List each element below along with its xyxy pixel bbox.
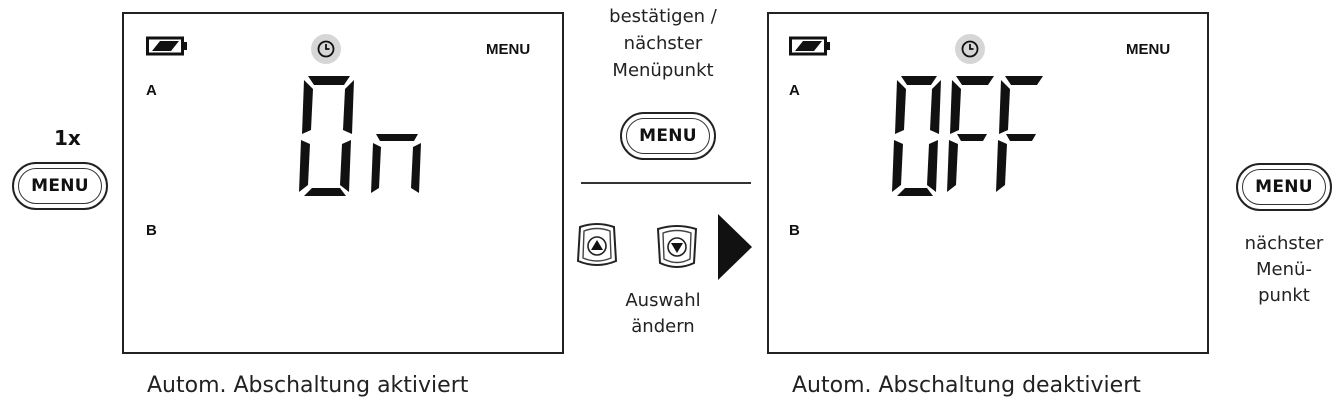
segment <box>343 80 354 134</box>
segment <box>340 140 351 192</box>
change-line1: Auswahl <box>625 290 701 311</box>
menu-button-right[interactable]: MENU <box>1236 163 1332 211</box>
channel-a-label: A <box>789 82 800 99</box>
confirm-line3: Menüpunkt <box>612 60 714 81</box>
menu-indicator: MENU <box>486 41 531 58</box>
segment <box>927 140 938 192</box>
segment <box>947 140 958 192</box>
segment <box>996 140 1007 192</box>
segment <box>308 76 350 85</box>
caption-on: Autom. Abschaltung aktiviert <box>147 373 469 398</box>
segment <box>299 140 310 192</box>
battery-icon <box>789 36 830 56</box>
segment <box>892 140 903 192</box>
menu-button-middle-label: MENU <box>639 126 697 146</box>
menu-indicator: MENU <box>1126 41 1171 58</box>
segment <box>999 80 1010 134</box>
segment <box>302 80 313 134</box>
segment <box>411 143 421 193</box>
clock-icon <box>961 40 979 58</box>
menu-button-middle[interactable]: MENU <box>620 112 716 160</box>
change-line2: ändern <box>631 316 695 337</box>
channel-b-label: B <box>789 222 800 239</box>
next-line2: Menü- <box>1256 259 1312 280</box>
play-arrow-icon <box>718 214 752 280</box>
segment-display-off <box>892 76 1043 196</box>
segment <box>950 80 961 134</box>
segment <box>897 188 933 196</box>
channel-a-label: A <box>146 82 157 99</box>
clock-icon <box>317 40 335 58</box>
segment-display-on <box>299 76 421 196</box>
next-menu-item-text: nächster Menü- punkt <box>1226 233 1342 307</box>
caption-off: Autom. Abschaltung deaktiviert <box>792 373 1141 398</box>
next-line1: nächster <box>1244 233 1324 254</box>
segment <box>930 80 941 134</box>
segment <box>304 188 346 196</box>
segment <box>376 134 418 141</box>
battery-icon <box>146 36 187 56</box>
confirm-instruction: bestätigen / nächster Menüpunkt <box>573 6 753 82</box>
change-selection-text: Auswahl ändern <box>578 290 748 338</box>
segment <box>1006 134 1036 141</box>
next-line3: punkt <box>1258 285 1310 306</box>
menu-button-left[interactable]: MENU <box>12 162 108 210</box>
segment <box>371 143 381 193</box>
confirm-line2: nächster <box>623 33 703 54</box>
section-divider <box>581 182 751 184</box>
channel-b-label: B <box>146 222 157 239</box>
menu-button-right-label: MENU <box>1255 177 1313 197</box>
segment <box>1005 76 1043 85</box>
press-count-label: 1x <box>54 126 81 150</box>
segment <box>956 76 994 85</box>
confirm-line1: bestätigen / <box>609 6 717 27</box>
lcd-screen-off: MENU A B <box>767 12 1209 354</box>
up-arrow-button-icon[interactable] <box>574 221 620 271</box>
menu-button-left-label: MENU <box>31 176 89 196</box>
lcd-screen-on: MENU A B <box>122 12 564 354</box>
segment <box>901 76 937 85</box>
segment <box>895 80 906 134</box>
segment <box>957 134 987 141</box>
down-arrow-button-icon[interactable] <box>654 221 700 271</box>
